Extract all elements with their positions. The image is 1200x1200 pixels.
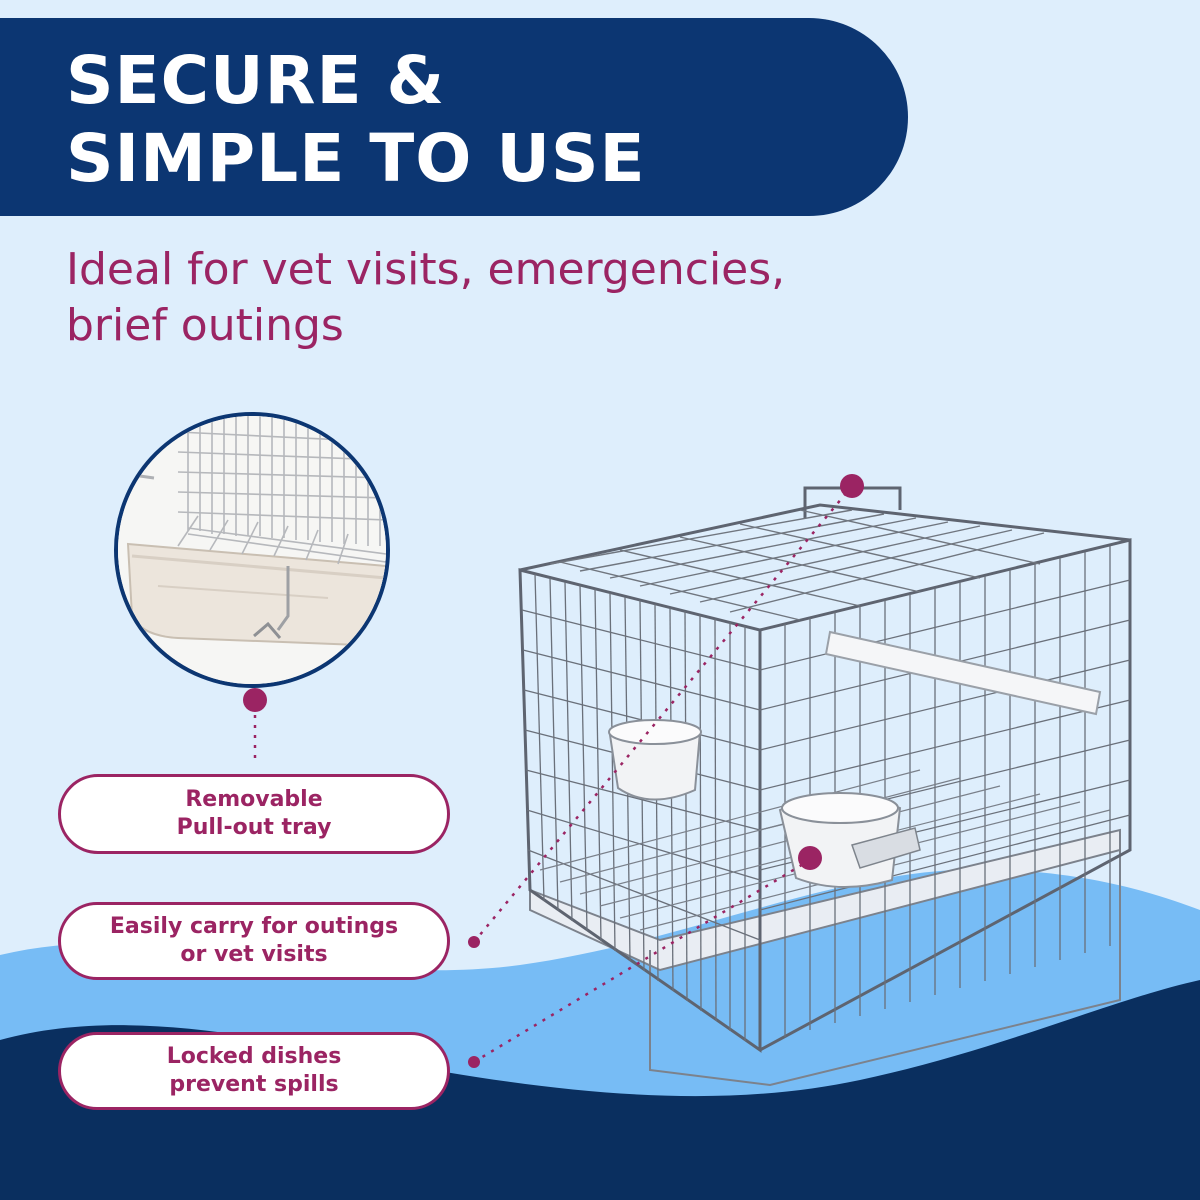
callout-locked-dishes: Locked dishes prevent spills: [58, 1032, 450, 1110]
tray-closeup-image: [114, 412, 390, 688]
wire-cage-image: [518, 486, 1132, 1087]
headline: SECURE & SIMPLE TO USE: [66, 42, 646, 198]
callout-line-2: prevent spills: [169, 1072, 339, 1097]
header-band: [0, 18, 908, 216]
callout-removable-tray: Removable Pull-out tray: [58, 774, 450, 854]
callout-line-1: Locked dishes: [166, 1044, 342, 1069]
callout-easily-carry: Easily carry for outings or vet visits: [58, 902, 450, 980]
dark-wave: [0, 980, 1200, 1200]
callout-line-2: or vet visits: [180, 942, 328, 967]
subheadline-line-1: Ideal for vet visits, emergencies,: [66, 244, 786, 295]
callout-line-1: Removable: [185, 787, 323, 812]
callout-line-2: Pull-out tray: [176, 815, 332, 840]
headline-line-2: SIMPLE TO USE: [66, 120, 646, 197]
callout-line-1: Easily carry for outings: [109, 914, 399, 939]
subheadline: Ideal for vet visits, emergencies, brief…: [66, 242, 785, 354]
headline-line-1: SECURE &: [66, 42, 446, 119]
subheadline-line-2: brief outings: [66, 300, 344, 351]
